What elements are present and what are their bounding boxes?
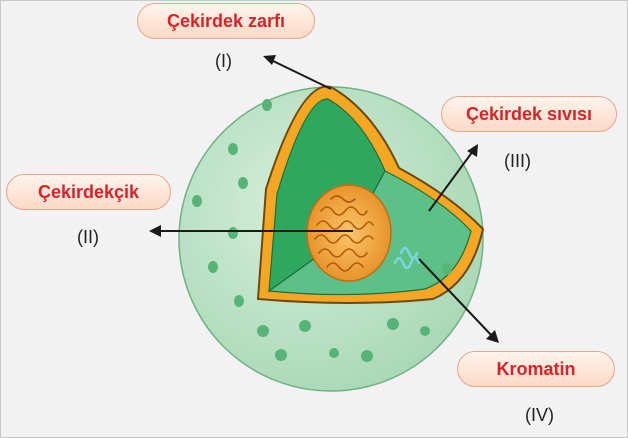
label-cekirdekcik: Çekirdekçik: [6, 174, 171, 210]
label-cekirdek-zarfi-number: (I): [215, 51, 232, 72]
label-cekirdekcik-number: (II): [77, 227, 99, 248]
arrowhead-cekirdekcik: [149, 225, 161, 237]
label-cekirdek-zarfi-text: Çekirdek zarfı: [167, 11, 285, 32]
label-kromatin-number: (IV): [525, 405, 554, 426]
label-cekirdek-sivisi: Çekirdek sıvısı: [441, 96, 617, 132]
label-cekirdek-sivisi-number: (III): [504, 151, 531, 172]
arrow-zarf: [271, 60, 331, 89]
label-cekirdek-sivisi-text: Çekirdek sıvısı: [466, 104, 592, 125]
arrowhead-zarf: [263, 55, 276, 65]
label-cekirdekcik-text: Çekirdekçik: [38, 182, 139, 203]
nucleolus: [307, 185, 391, 281]
label-cekirdek-zarfi: Çekirdek zarfı: [137, 3, 315, 39]
label-kromatin: Kromatin: [457, 351, 615, 387]
label-kromatin-text: Kromatin: [496, 359, 575, 380]
arrowhead-sivi: [467, 144, 478, 157]
